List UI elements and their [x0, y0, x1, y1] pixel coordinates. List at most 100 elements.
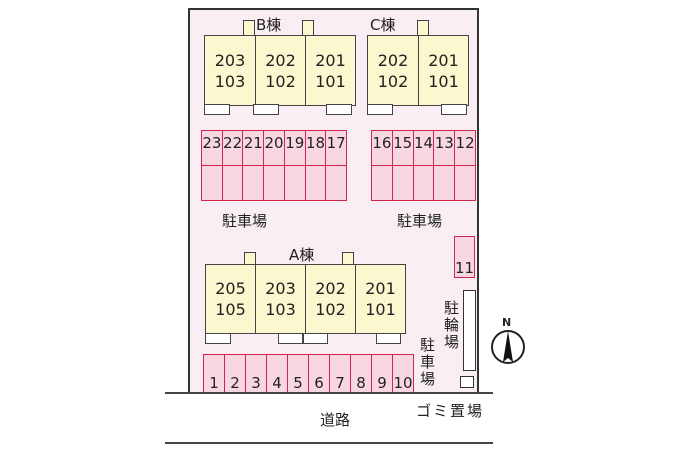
parking-divider — [264, 165, 284, 166]
north-arrow-icon — [491, 330, 525, 364]
building-a-entrance — [342, 252, 354, 265]
building-a-label: A棟 — [289, 246, 315, 264]
parking-space: 20 — [264, 131, 285, 200]
parking-space: 14 — [413, 131, 435, 200]
bicycle-parking-label: 駐輪場 — [443, 299, 459, 351]
parking-number: 17 — [326, 134, 346, 152]
parking-divider — [326, 165, 347, 166]
building-b-entrance — [243, 20, 255, 37]
balcony — [204, 104, 230, 115]
parking-space: 21 — [243, 131, 265, 200]
parking-space: 4 — [267, 355, 288, 392]
garbage-area — [460, 376, 474, 388]
parking-space: 16 — [372, 131, 393, 200]
balcony — [326, 104, 352, 115]
unit-number: 102 — [265, 71, 296, 91]
parking-number: 23 — [202, 134, 222, 152]
garbage-area-label: ゴミ置場 — [416, 402, 485, 420]
parking-number: 15 — [393, 134, 413, 152]
balcony — [367, 104, 393, 115]
unit-number: 201 — [428, 50, 459, 70]
unit-number: 201 — [365, 279, 396, 298]
parking-space: 2 — [225, 355, 246, 392]
unit-number: 103 — [265, 300, 296, 319]
building-c-label: C棟 — [370, 16, 396, 34]
parking-divider — [222, 165, 243, 166]
unit-number: 201 — [315, 50, 346, 70]
parking-number: 4 — [272, 374, 282, 392]
parking-number: 22 — [223, 134, 243, 152]
parking-space: 6 — [309, 355, 330, 392]
unit-number: 101 — [428, 71, 459, 91]
parking-number: 13 — [434, 134, 454, 152]
parking-number: 9 — [377, 374, 387, 392]
parking-label: 駐車場 — [222, 212, 268, 230]
north-compass: N — [489, 316, 527, 366]
north-label: N — [502, 316, 512, 329]
parking-number: 3 — [251, 374, 261, 392]
unit-number: 103 — [214, 71, 246, 91]
parking-label-vertical: 駐車場 — [419, 336, 435, 388]
unit-number: 203 — [214, 50, 246, 70]
unit-number: 101 — [315, 71, 346, 91]
parking-space-11: 11 — [454, 236, 475, 278]
parking-divider — [305, 165, 326, 166]
parking-space: 12 — [455, 131, 475, 200]
parking-number: 5 — [293, 374, 303, 392]
parking-space: 22 — [222, 131, 244, 200]
parking-space: 9 — [372, 355, 393, 392]
parking-space: 19 — [284, 131, 306, 200]
parking-space: 15 — [392, 131, 414, 200]
building-b-label: B棟 — [256, 16, 282, 34]
unit-number: 203 — [265, 279, 296, 298]
balcony — [376, 333, 401, 344]
building-b-entrance — [302, 20, 314, 37]
unit-number: 102 — [377, 71, 409, 91]
parking-space: 10 — [393, 355, 413, 392]
parking-divider — [392, 165, 413, 166]
parking-space: 8 — [351, 355, 372, 392]
balcony — [441, 104, 467, 115]
parking-divider — [202, 165, 222, 166]
parking-number: 20 — [264, 134, 284, 152]
unit-number: 202 — [377, 50, 409, 70]
parking-divider — [284, 165, 305, 166]
bicycle-parking — [463, 290, 476, 371]
parking-number: 1 — [209, 374, 219, 392]
parking-number: 16 — [372, 134, 392, 152]
parking-number: 19 — [285, 134, 305, 152]
building-a-entrance — [244, 252, 256, 265]
parking-space: 3 — [246, 355, 267, 392]
parking-space: 17 — [326, 131, 347, 200]
balcony — [253, 104, 279, 115]
unit-number: 205 — [215, 279, 246, 298]
parking-number: 2 — [230, 374, 240, 392]
parking-divider — [243, 165, 264, 166]
balcony — [205, 333, 231, 344]
unit-number: 102 — [315, 300, 346, 319]
unit-number: 202 — [315, 279, 346, 298]
parking-space: 13 — [434, 131, 456, 200]
parking-divider — [455, 165, 475, 166]
parking-number: 11 — [454, 259, 475, 277]
parking-space: 1 — [204, 355, 225, 392]
parking-number: 8 — [356, 374, 366, 392]
unit-number: 101 — [365, 300, 396, 319]
parking-number: 10 — [393, 374, 413, 392]
parking-number: 7 — [335, 374, 345, 392]
parking-number: 21 — [243, 134, 263, 152]
parking-space: 5 — [288, 355, 309, 392]
road-label: 道路 — [320, 411, 351, 429]
building-c-entrance — [417, 20, 429, 37]
parking-space: 18 — [305, 131, 327, 200]
